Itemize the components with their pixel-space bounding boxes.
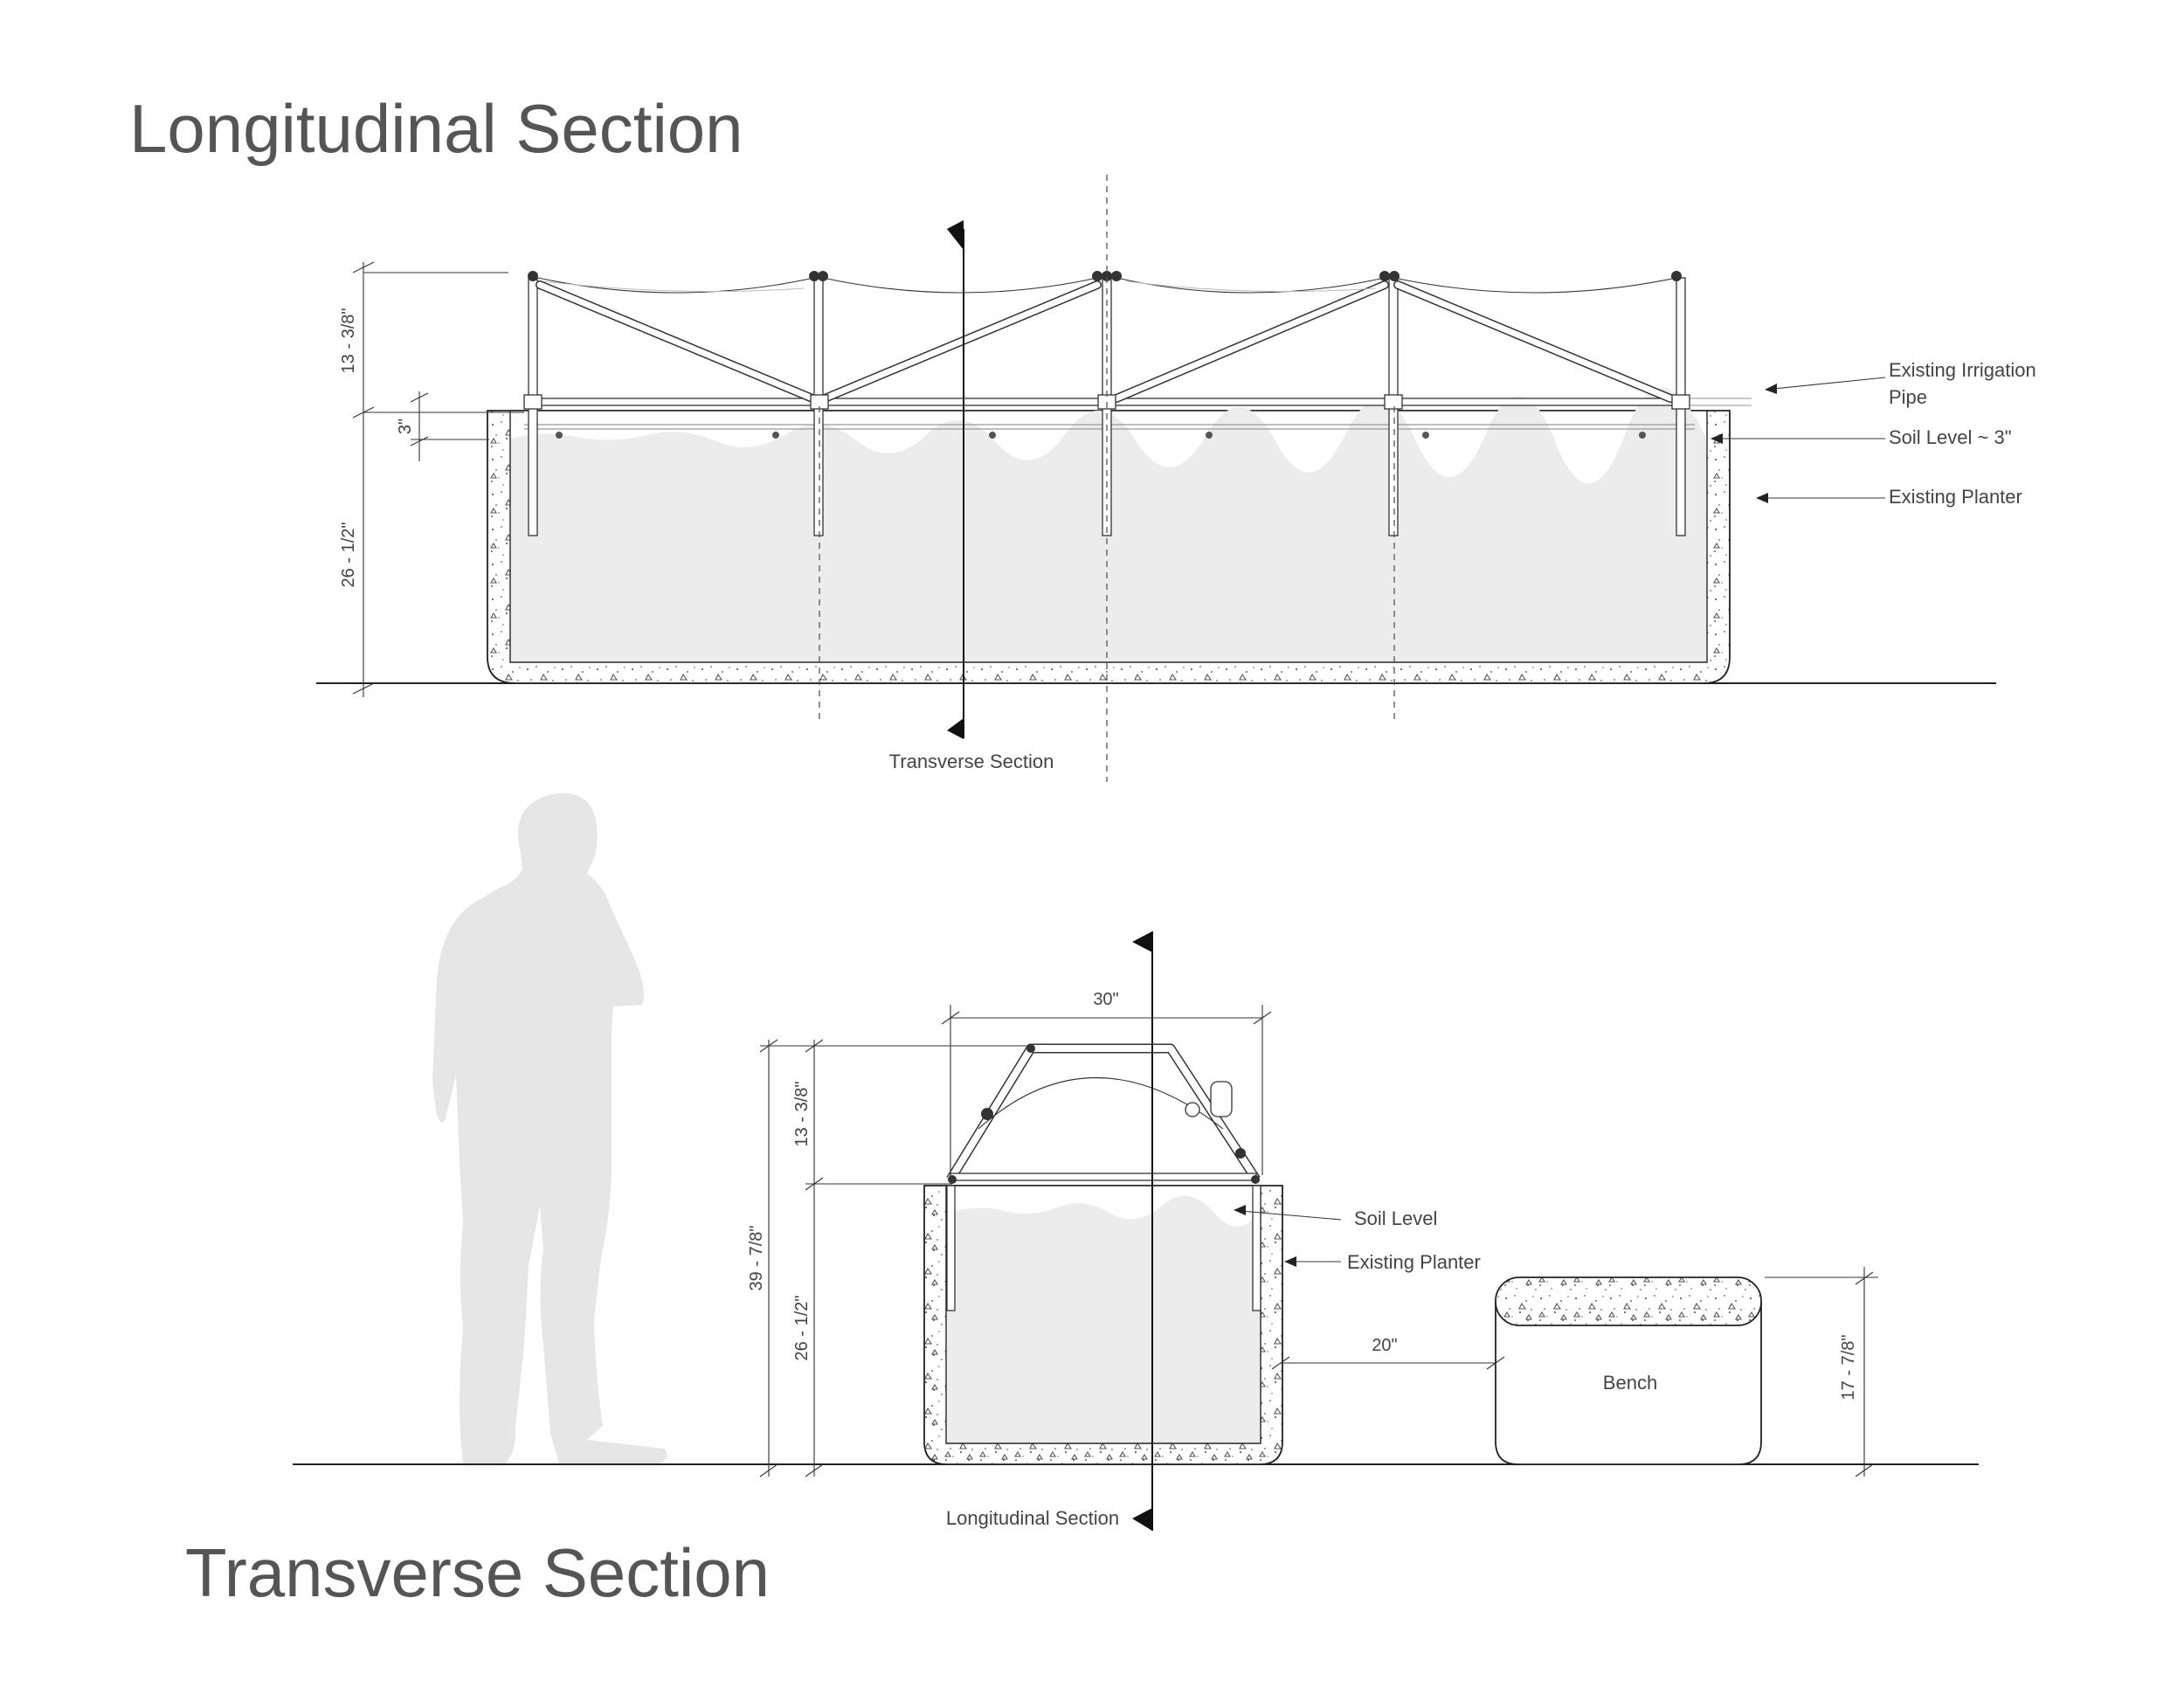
person-silhouette: [432, 792, 667, 1464]
soil-fill-transverse: [947, 1195, 1260, 1442]
longitudinal-section-marker-label: Longitudinal Section: [946, 1507, 1119, 1529]
transverse-post-right: [1252, 1185, 1261, 1311]
netting-cover: [537, 277, 1677, 294]
longitudinal-callouts: [1711, 377, 1886, 503]
longitudinal-section-title: Longitudinal Section: [129, 90, 743, 167]
label-soil-level-transverse: Soil Level: [1354, 1207, 1437, 1229]
dim-planter-height-transverse: 26 - 1/2": [792, 1296, 812, 1361]
hoop-frame: [946, 1043, 1261, 1184]
irrigation-emitters: [556, 432, 1646, 439]
bench: [1495, 1276, 1762, 1465]
transverse-section: Longitudinal Section 30" 39 - 7/8" 13 - …: [293, 792, 1979, 1531]
transverse-section-cut: [947, 220, 964, 739]
label-soil-level: Soil Level ~ 3": [1889, 426, 2012, 448]
label-bench: Bench: [1603, 1372, 1657, 1394]
dim-planter-height: 26 - 1/2": [339, 522, 358, 588]
bench-gap-dimension: [1271, 1356, 1505, 1370]
label-existing-planter: Existing Planter: [1889, 486, 2022, 508]
transverse-section-marker-label: Transverse Section: [889, 751, 1054, 772]
dim-width: 30": [1093, 990, 1118, 1009]
dim-soil-offset: 3": [396, 419, 415, 434]
dim-frame-height-transverse: 13 - 3/8": [792, 1082, 812, 1147]
longitudinal-section-cut: [1132, 931, 1153, 1531]
dim-total-height: 39 - 7/8": [747, 1226, 766, 1291]
frame-diagonals: [536, 280, 1675, 403]
dim-bench-height: 17 - 7/8": [1839, 1335, 1858, 1401]
transverse-height-dimensions: [759, 1039, 1031, 1477]
transverse-post-left: [946, 1185, 956, 1311]
transverse-section-title: Transverse Section: [185, 1534, 770, 1611]
label-irrigation-pipe-line1: Existing Irrigation: [1889, 359, 2036, 381]
dim-frame-height: 13 - 3/8": [339, 308, 358, 374]
dim-bench-gap: 20": [1372, 1336, 1397, 1355]
transverse-width-dimension: [941, 1005, 1272, 1175]
longitudinal-dimension-lines: [352, 261, 524, 697]
longitudinal-section: Transverse Section 13 - 3/8" 3" 26 - 1/2…: [316, 175, 2036, 782]
transverse-callouts: [1234, 1205, 1342, 1267]
frame-connectors: [523, 394, 1690, 410]
post-caps: [528, 271, 1682, 281]
label-existing-planter-transverse: Existing Planter: [1347, 1251, 1481, 1273]
label-irrigation-pipe-line2: Pipe: [1889, 386, 1927, 408]
bench-height-dimension: [1765, 1267, 1878, 1477]
